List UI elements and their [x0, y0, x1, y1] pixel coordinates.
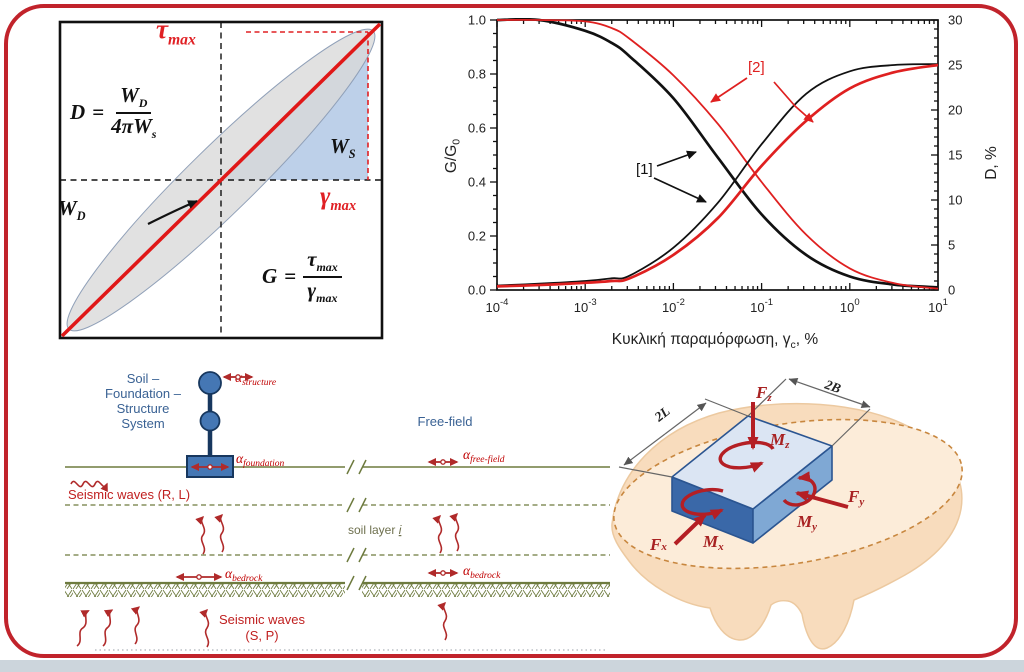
x-tick-label: 101 — [928, 297, 948, 315]
y-left-tick-label: 0.0 — [468, 283, 486, 298]
free-field-title: Free-field — [418, 414, 473, 429]
alpha-bedrock-label-left: αbedrock — [225, 566, 263, 584]
series-4 — [497, 63, 938, 288]
gamma-max-label: γmax — [320, 183, 357, 214]
page-gutter — [0, 660, 1024, 672]
seismic-waves-rl-label: Seismic waves (R, L) — [68, 487, 190, 502]
y-right-tick-label: 5 — [948, 238, 955, 253]
y-right-tick-label: 25 — [948, 58, 962, 73]
y-left-tick-label: 0.2 — [468, 229, 486, 244]
hysteresis-panel — [58, 20, 384, 340]
wd-label: WD — [58, 196, 86, 224]
mx-label: Mx — [702, 532, 724, 553]
seismic-wave-squiggle — [102, 609, 114, 647]
seismic-wave-squiggle — [214, 513, 225, 553]
my-label: My — [796, 512, 817, 533]
wd-pointer-arrow — [147, 199, 198, 225]
mz-moment-arrow — [718, 440, 775, 473]
shear-modulus-formula: G= τmax γmax — [262, 247, 342, 305]
series-3 — [497, 63, 938, 287]
line-break-mark — [346, 575, 367, 591]
tau-max-label: τmax — [156, 14, 196, 49]
fx-label: Fx — [649, 535, 667, 554]
soil-layer-label: soil layer i — [348, 523, 402, 537]
y-left-tick-label: 0.8 — [468, 67, 486, 82]
structure-model — [186, 371, 234, 478]
y-right-axis-label: D, % — [983, 146, 1000, 180]
seismic-wave-squiggle — [432, 514, 443, 554]
dim-2b-label: 2B — [822, 376, 843, 396]
alpha-bedrock-label-right: αbedrock — [463, 563, 501, 581]
sfs-title-line3: Structure — [117, 401, 170, 416]
sfs-diagram: Soil – Foundation – Structure System Fre… — [65, 370, 610, 651]
fz-label: Fz — [755, 383, 772, 404]
damping-formula: D= WD 4πWs — [70, 83, 157, 141]
y-left-tick-label: 0.6 — [468, 121, 486, 136]
line-break-mark — [346, 497, 367, 513]
my-moment-arrow — [782, 471, 817, 507]
y-left-tick-label: 1.0 — [468, 13, 486, 28]
surface-wave-arrow — [70, 480, 108, 493]
slide-border — [4, 4, 1018, 658]
seismic-wave-squiggle — [437, 601, 448, 641]
sfs-title-line2: Foundation – — [105, 386, 182, 401]
series-1 — [497, 18, 938, 289]
x-tick-label: 10-1 — [750, 297, 773, 315]
y-right-tick-label: 20 — [948, 103, 962, 118]
seismic-wave-squiggle — [130, 606, 141, 645]
x-tick-label: 100 — [840, 297, 860, 315]
curve-label-2: [2] — [748, 59, 765, 76]
alpha-free-field-label: αfree-field — [463, 447, 505, 465]
modulus-damping-chart: G/G0 D, % Κυκλική παραμόρφωση, γc, % 10-… — [443, 13, 1000, 352]
x-tick-label: 10-3 — [574, 297, 597, 315]
seismic-wave-squiggle — [199, 608, 210, 648]
y-right-tick-label: 30 — [948, 13, 962, 28]
x-axis-label: Κυκλική παραμόρφωση, γc, % — [612, 331, 819, 351]
dim-2l-label: 2L — [651, 403, 673, 425]
line-break-mark — [346, 459, 367, 475]
alpha-structure-label: αstructure — [235, 370, 276, 388]
structure-mass-upper — [198, 371, 222, 395]
structure-mass-lower — [199, 410, 221, 432]
y-left-axis-label: G/G0 — [443, 139, 463, 173]
y-right-tick-label: 0 — [948, 283, 955, 298]
sfs-title-line4: System — [121, 416, 164, 431]
mx-moment-arrow — [680, 487, 724, 520]
seismic-waves-sp-line1: Seismic waves — [219, 612, 305, 627]
curve-label-1: [1] — [636, 161, 653, 178]
sfs-title-line1: Soil – — [127, 371, 160, 386]
line-break-mark — [346, 547, 367, 563]
alpha-foundation-label: αfoundation — [236, 451, 285, 469]
seismic-wave-squiggle — [76, 610, 90, 647]
fy-arrow — [795, 490, 849, 509]
x-tick-label: 10-2 — [662, 297, 685, 315]
fx-arrow — [673, 513, 707, 546]
force-arrows — [673, 402, 849, 546]
secant-modulus-line — [60, 22, 382, 338]
series-2 — [497, 19, 938, 290]
y-left-tick-label: 0.4 — [468, 175, 486, 190]
bedrock-hatching — [65, 584, 610, 597]
x-tick-label: 10-4 — [486, 297, 509, 315]
seismic-wave-squiggle — [449, 512, 460, 552]
y-right-tick-label: 10 — [948, 193, 962, 208]
mz-label: Mz — [769, 430, 790, 451]
ws-label: WS — [330, 134, 356, 162]
foundation-forces-diagram: 2L 2B Fz Fx Fy Mz Mx My — [611, 376, 963, 650]
dimension-lines — [618, 378, 871, 478]
y-right-tick-label: 15 — [948, 148, 962, 163]
seismic-waves-sp-line2: (S, P) — [245, 628, 278, 643]
fy-label: Fy — [847, 487, 864, 508]
seismic-wave-squiggle — [195, 515, 206, 555]
